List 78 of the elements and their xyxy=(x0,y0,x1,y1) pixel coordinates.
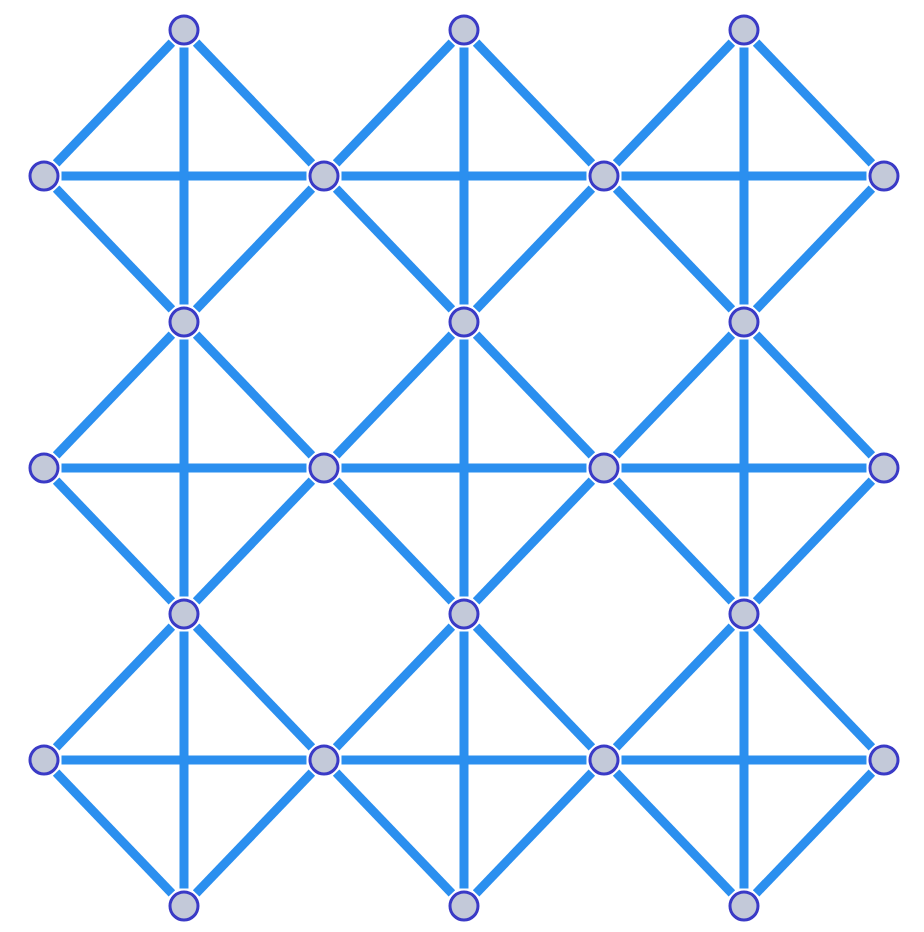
graph-vertex xyxy=(28,744,60,776)
graph-vertex xyxy=(168,306,200,338)
graph-edge xyxy=(192,623,316,751)
graph-vertex xyxy=(588,452,620,484)
graph-edge xyxy=(472,623,596,751)
graph-edge xyxy=(341,171,587,181)
graph-edge xyxy=(472,39,596,167)
graph-vertex xyxy=(28,452,60,484)
graph-vertex xyxy=(308,452,340,484)
graph-vertex xyxy=(448,306,480,338)
graph-edge xyxy=(472,769,596,897)
graph-edge xyxy=(52,477,176,605)
graph-edge xyxy=(179,339,189,597)
graph-edge xyxy=(752,39,876,167)
graph-edge xyxy=(52,623,176,751)
graph-edge xyxy=(61,463,307,473)
graph-edge xyxy=(752,185,876,313)
graph-edge xyxy=(459,47,469,305)
graph-edge xyxy=(752,623,876,751)
graph-edge xyxy=(739,47,749,305)
graph-edge xyxy=(459,631,469,889)
graph-edge xyxy=(52,769,176,897)
graph-edge xyxy=(752,477,876,605)
graph-edge xyxy=(752,331,876,459)
graph-vertex xyxy=(728,598,760,630)
graph-vertex xyxy=(448,14,480,46)
graph-edge xyxy=(192,331,316,459)
graph-edge xyxy=(612,39,736,167)
graph-vertex xyxy=(588,744,620,776)
graph-vertex xyxy=(868,452,900,484)
graph-edge xyxy=(621,463,867,473)
graph-edge xyxy=(52,185,176,313)
graph-vertex xyxy=(448,890,480,922)
graph-edge xyxy=(179,631,189,889)
graph-edge xyxy=(752,769,876,897)
graph-edge xyxy=(192,769,316,897)
graph-edge xyxy=(52,331,176,459)
graph-edge xyxy=(332,477,456,605)
graph-edge xyxy=(472,331,596,459)
graph-edge xyxy=(739,631,749,889)
graph-edge xyxy=(192,185,316,313)
graph-edge xyxy=(612,185,736,313)
graph-vertex xyxy=(448,598,480,630)
graph-edge xyxy=(739,339,749,597)
graph-edge xyxy=(472,477,596,605)
graph-edge xyxy=(192,477,316,605)
graph-edge xyxy=(332,185,456,313)
graph-edge xyxy=(472,185,596,313)
graph-edge xyxy=(341,463,587,473)
graph-edge xyxy=(459,339,469,597)
graph-vertex xyxy=(308,160,340,192)
graph-vertex xyxy=(868,160,900,192)
graph-vertex xyxy=(168,890,200,922)
graph-vertex xyxy=(728,890,760,922)
graph-vertex xyxy=(588,160,620,192)
graph-edge xyxy=(612,477,736,605)
graph-edge xyxy=(612,331,736,459)
graph-edge xyxy=(332,39,456,167)
graph-edge xyxy=(612,769,736,897)
graph-vertex xyxy=(168,598,200,630)
graph-vertex xyxy=(168,14,200,46)
graph-edge xyxy=(61,171,307,181)
graph-vertex xyxy=(308,744,340,776)
graph-vertex xyxy=(728,14,760,46)
graph-vertex xyxy=(868,744,900,776)
graph-edge xyxy=(52,39,176,167)
graph-edge xyxy=(332,623,456,751)
graph-vertex xyxy=(28,160,60,192)
graph-edge xyxy=(621,171,867,181)
graph-edge xyxy=(341,755,587,765)
graph-edge xyxy=(332,331,456,459)
graph-edge xyxy=(621,755,867,765)
graph-edge xyxy=(192,39,316,167)
graph-edge xyxy=(179,47,189,305)
graph-edge xyxy=(61,755,307,765)
graph-edge xyxy=(612,623,736,751)
graph-vertex xyxy=(728,306,760,338)
graph-edge xyxy=(332,769,456,897)
